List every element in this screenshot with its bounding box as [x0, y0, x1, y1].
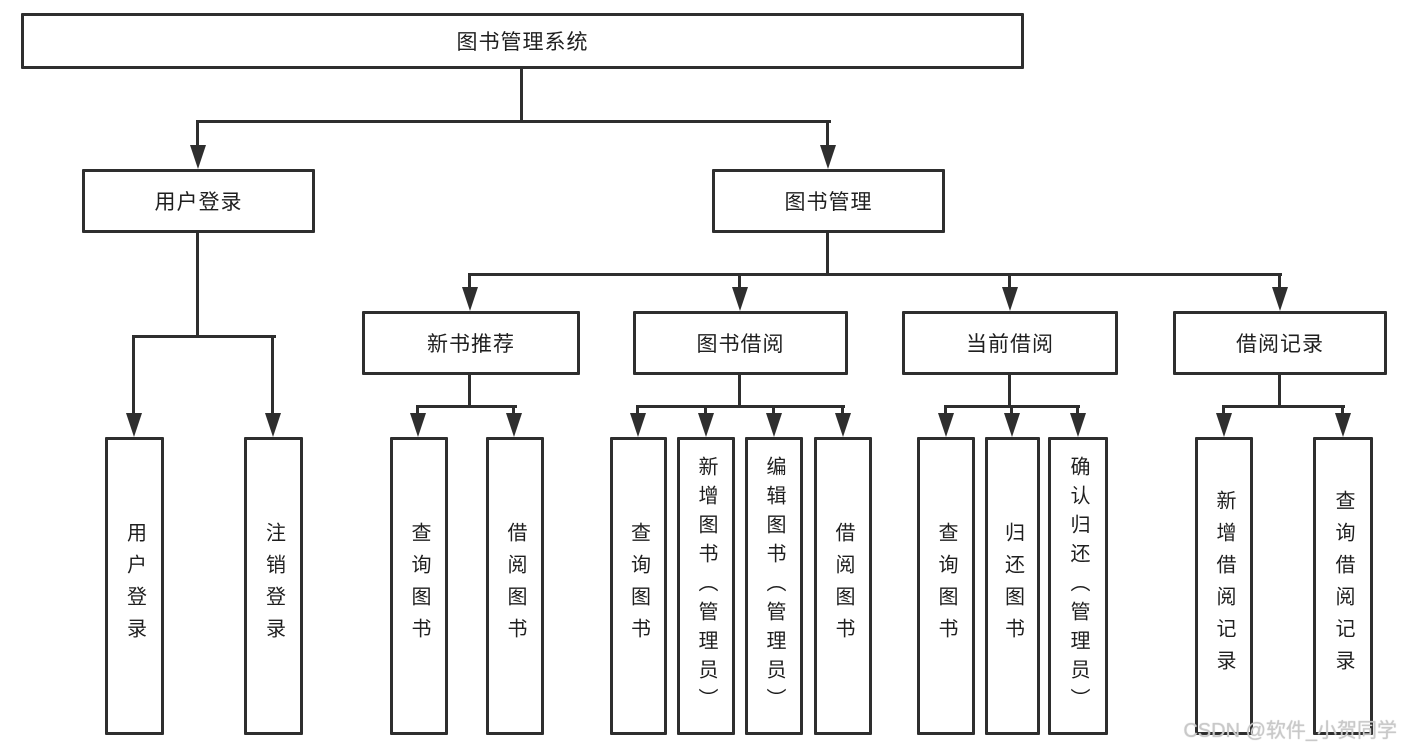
- node-book-management: 图书管理: [712, 169, 945, 233]
- leaf-confirm-return-admin: 确认归还（管理员）: [1048, 437, 1108, 735]
- node-user-login: 用户登录: [82, 169, 315, 233]
- leaf-add-book-admin: 新增图书（管理员）: [677, 437, 735, 735]
- arrow-down-icon: [938, 413, 954, 437]
- arrow-down-icon: [1004, 413, 1020, 437]
- leaf-query-borrow-record-label: 查询借阅记录: [1332, 490, 1354, 682]
- arrow-down-icon: [1216, 413, 1232, 437]
- leaf-borrow-books-recommend: 借阅图书: [486, 437, 544, 735]
- leaf-query-books-borrow: 查询图书: [610, 437, 667, 735]
- connector-line: [196, 120, 199, 147]
- connector-line: [416, 405, 419, 415]
- connector-line: [132, 335, 276, 338]
- connector-line: [1008, 375, 1011, 408]
- node-root: 图书管理系统: [21, 13, 1024, 69]
- connector-line: [841, 405, 844, 415]
- leaf-logout: 注销登录: [244, 437, 303, 735]
- connector-line: [944, 405, 947, 415]
- leaf-add-borrow-record: 新增借阅记录: [1195, 437, 1253, 735]
- connector-line: [1222, 405, 1345, 408]
- node-book-borrow: 图书借阅: [633, 311, 848, 375]
- node-borrow-records: 借阅记录: [1173, 311, 1387, 375]
- arrow-down-icon: [820, 145, 836, 169]
- arrow-down-icon: [265, 413, 281, 437]
- node-current-borrow-label: 当前借阅: [966, 333, 1054, 356]
- connector-line: [636, 405, 639, 415]
- leaf-query-books-borrow-label: 查询图书: [627, 522, 650, 650]
- arrow-down-icon: [835, 413, 851, 437]
- connector-line: [704, 405, 707, 415]
- arrow-down-icon: [1070, 413, 1086, 437]
- csdn-watermark: CSDN @软件_小贺同学: [1183, 720, 1397, 742]
- leaf-confirm-return-admin-label: 确认归还（管理员）: [1067, 455, 1089, 717]
- connector-line: [738, 273, 741, 289]
- connector-line: [1010, 405, 1013, 415]
- leaf-query-books-recommend: 查询图书: [390, 437, 448, 735]
- connector-line: [826, 120, 829, 147]
- arrow-down-icon: [766, 413, 782, 437]
- leaf-add-borrow-record-label: 新增借阅记录: [1213, 490, 1235, 682]
- arrow-down-icon: [1002, 287, 1018, 311]
- node-new-book-recommend-label: 新书推荐: [427, 333, 515, 356]
- arrow-down-icon: [190, 145, 206, 169]
- leaf-return-book-label: 归还图书: [1001, 522, 1024, 650]
- arrow-down-icon: [1272, 287, 1288, 311]
- connector-line: [1076, 405, 1079, 415]
- connector-line: [1222, 405, 1225, 415]
- arrow-down-icon: [462, 287, 478, 311]
- leaf-query-books-current-label: 查询图书: [935, 522, 957, 650]
- connector-line: [1278, 273, 1281, 289]
- leaf-logout-label: 注销登录: [262, 522, 285, 650]
- connector-line: [636, 405, 845, 408]
- leaf-return-book: 归还图书: [985, 437, 1040, 735]
- connector-line: [468, 375, 471, 408]
- node-book-borrow-label: 图书借阅: [696, 333, 785, 356]
- connector-line: [271, 335, 274, 415]
- arrow-down-icon: [732, 287, 748, 311]
- leaf-user-login-label: 用户登录: [123, 522, 146, 650]
- connector-line: [132, 335, 135, 415]
- node-new-book-recommend: 新书推荐: [362, 311, 580, 375]
- node-user-login-label: 用户登录: [154, 191, 243, 214]
- arrow-down-icon: [630, 413, 646, 437]
- leaf-add-book-admin-label: 新增图书（管理员）: [695, 455, 717, 717]
- node-book-management-label: 图书管理: [784, 191, 873, 214]
- arrow-down-icon: [1335, 413, 1351, 437]
- connector-line: [1341, 405, 1344, 415]
- arrow-down-icon: [698, 413, 714, 437]
- connector-line: [1278, 375, 1281, 408]
- leaf-edit-book-admin: 编辑图书（管理员）: [745, 437, 803, 735]
- leaf-query-books-recommend-label: 查询图书: [408, 522, 430, 650]
- arrow-down-icon: [506, 413, 522, 437]
- leaf-edit-book-admin-label: 编辑图书（管理员）: [763, 455, 785, 717]
- leaf-query-borrow-record: 查询借阅记录: [1313, 437, 1373, 735]
- arrow-down-icon: [126, 413, 142, 437]
- leaf-borrow-books-recommend-label: 借阅图书: [504, 522, 526, 650]
- connector-line: [738, 375, 741, 408]
- connector-line: [468, 273, 471, 289]
- connector-line: [826, 233, 829, 276]
- leaf-user-login: 用户登录: [105, 437, 164, 735]
- connector-line: [520, 69, 523, 123]
- node-root-label: 图书管理系统: [456, 31, 589, 54]
- connector-line: [196, 120, 831, 123]
- connector-line: [468, 273, 1282, 276]
- connector-line: [772, 405, 775, 415]
- connector-line: [416, 405, 517, 408]
- leaf-borrow-books: 借阅图书: [814, 437, 872, 735]
- connector-line: [1008, 273, 1011, 289]
- leaf-query-books-current: 查询图书: [917, 437, 975, 735]
- arrow-down-icon: [410, 413, 426, 437]
- connector-line: [196, 233, 199, 338]
- node-borrow-records-label: 借阅记录: [1236, 333, 1324, 356]
- leaf-borrow-books-label: 借阅图书: [832, 522, 854, 650]
- connector-line: [512, 405, 515, 415]
- node-current-borrow: 当前借阅: [902, 311, 1118, 375]
